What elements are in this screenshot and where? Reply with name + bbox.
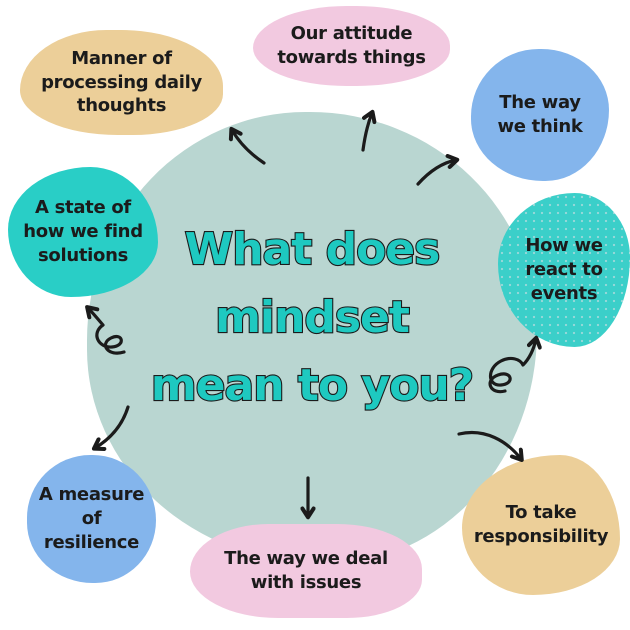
bubble-measure-of-resilience: A measure of resilience [27,455,156,583]
center-question-line-1: What does [184,223,442,276]
bubble-the-way-we-think: The way we think [471,49,609,181]
bubble-find-solutions: A state of how we find solutions [8,167,158,297]
center-question-line-3: mean to you? [150,359,476,412]
bubble-our-attitude: Our attitude towards things [253,6,450,86]
center-question: What does mindset mean to you? [87,92,537,544]
center-question-line-2: mindset [214,291,411,344]
center-circle: What does mindset mean to you? [87,112,537,564]
bubble-deal-with-issues: The way we deal with issues [190,524,422,618]
bubble-how-we-react: How we react to events [498,193,630,347]
bubble-manner-of-processing: Manner of processing daily thoughts [20,30,223,135]
bubble-take-responsibility: To take responsibility [462,455,620,595]
